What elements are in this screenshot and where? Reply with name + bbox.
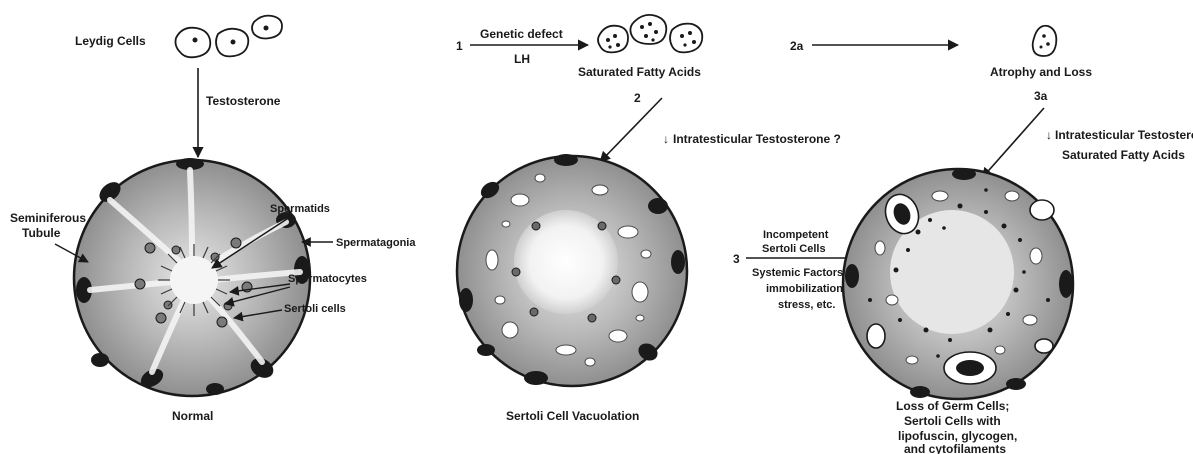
inner-vacuole-dark <box>956 360 984 376</box>
damaged-leydig-cells <box>598 15 702 53</box>
atrophy-label: Atrophy and Loss <box>990 65 1092 79</box>
systemic-line2: immobilization, <box>766 283 846 295</box>
step-2a-marker: 2a <box>790 39 804 53</box>
systemic-line1: Systemic Factors: <box>752 267 847 279</box>
step-2-marker: 2 <box>634 91 641 105</box>
decreased-arrow-right: ↓ <box>1046 128 1052 142</box>
step-1-marker: 1 <box>456 39 463 53</box>
step-3-marker: 3 <box>733 252 740 266</box>
leydig-cells-label: Leydig Cells <box>75 34 146 48</box>
spermatocytes-label: Spermatocytes <box>288 273 367 285</box>
step-3a-marker: 3a <box>1034 89 1048 103</box>
spermatid-burst <box>158 244 230 316</box>
atrophic-leydig-cell <box>1033 26 1057 56</box>
genetic-defect-label: Genetic defect <box>480 27 563 41</box>
spermatids-label: Spermatids <box>270 203 330 215</box>
step-3a-arrow <box>982 108 1044 178</box>
incompetent-line1: Incompetent <box>763 229 829 241</box>
leydig-cell-1 <box>176 28 211 58</box>
tubule-label-line1: Seminiferous <box>10 211 86 225</box>
tubule-label-line2: Tubule <box>22 226 61 240</box>
normal-caption: Normal <box>172 409 213 423</box>
incompetent-line2: Sertoli Cells <box>762 243 826 255</box>
testosterone-label: Testosterone <box>206 94 281 108</box>
intratesticular-label-right: Intratesticular Testosterone <box>1055 128 1193 142</box>
atrophy-caption-line4: and cytofilaments <box>904 442 1006 454</box>
sertoli-cells-label: Sertoli cells <box>284 303 346 315</box>
leydig-cells-group <box>176 16 283 58</box>
spermatagonia-label: Spermatagonia <box>336 237 416 249</box>
atrophy-caption-line2: Sertoli Cells with <box>904 414 1001 428</box>
tubule-vacuolation <box>457 154 687 386</box>
intratesticular-testosterone-label: Intratesticular Testosterone ? <box>673 132 841 146</box>
atrophy-caption-line1: Loss of Germ Cells; <box>896 399 1009 413</box>
atrophy-caption-line3: lipofuscin, glycogen, <box>898 429 1017 443</box>
fatty-acids-label-right: Saturated Fatty Acids <box>1062 148 1185 162</box>
lh-label: LH <box>514 52 530 66</box>
systemic-line3: stress, etc. <box>778 299 835 311</box>
step-2-arrow <box>600 98 662 162</box>
vacuolation-caption: Sertoli Cell Vacuolation <box>506 409 639 423</box>
decreased-testosterone-arrow: ↓ <box>663 132 669 146</box>
tubule-normal <box>74 158 310 396</box>
saturated-fatty-acids-label: Saturated Fatty Acids <box>578 65 701 79</box>
tubule-atrophy <box>843 168 1073 399</box>
